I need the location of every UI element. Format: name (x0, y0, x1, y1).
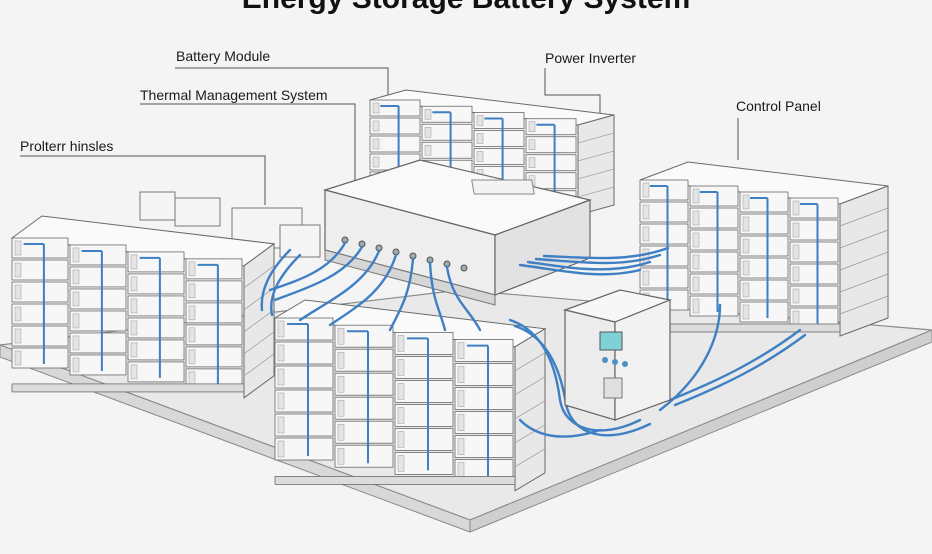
label-thermal-management: Thermal Management System (140, 87, 328, 103)
label-power-inverter: Power Inverter (545, 50, 637, 66)
label-protection-harness: Prolterr hinsles (20, 138, 114, 154)
leader-thermal (140, 103, 356, 185)
diagram-title: Energy Storage Battery System (0, 0, 932, 16)
leader-protection (20, 155, 266, 205)
cabinet-screen (599, 331, 623, 351)
battery-rack-right (639, 161, 889, 337)
label-control-panel: Control Panel (736, 98, 821, 114)
label-battery-module: Battery Module (176, 48, 271, 64)
aux-boxes (139, 191, 321, 258)
platform-edge-right (469, 329, 932, 533)
control-cabinet (562, 289, 673, 421)
battery-rack-front (273, 299, 547, 492)
cables (260, 241, 807, 438)
leader-lines (20, 67, 739, 205)
leader-battery-module (175, 67, 389, 100)
battery-rack-left (10, 215, 276, 399)
